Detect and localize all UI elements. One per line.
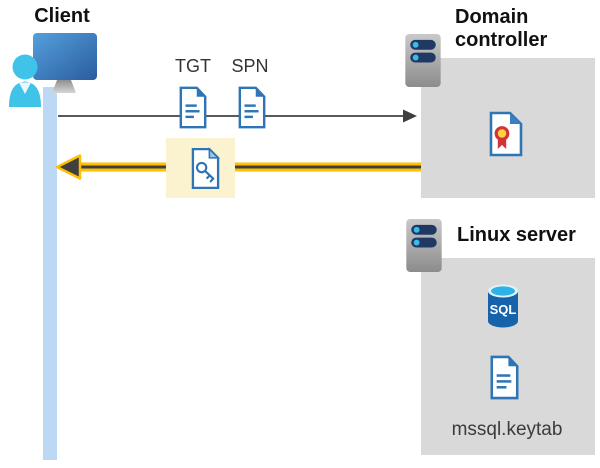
- spn-document-icon: [238, 86, 266, 129]
- user-icon: [9, 54, 41, 107]
- client-lifeline: [43, 87, 57, 460]
- request-arrow: [58, 109, 417, 123]
- keytab-filename: mssql.keytab: [451, 419, 563, 440]
- spn-label: SPN: [231, 56, 269, 76]
- response-arrow: [55, 154, 421, 180]
- certificate-icon: [489, 111, 523, 157]
- tgt-document-icon: [179, 86, 207, 129]
- tgt-label: TGT: [175, 56, 211, 76]
- monitor-screen: [33, 33, 97, 80]
- linux-server-icon: [406, 218, 442, 273]
- linux-server-label: Linux server: [457, 224, 576, 246]
- sql-database-icon: SQL: [488, 284, 518, 328]
- domain-controller-label: Domain controller: [455, 6, 548, 51]
- client-label: Client: [34, 5, 90, 27]
- client-monitor-icon: [9, 33, 97, 107]
- sql-badge-text: SQL: [490, 302, 517, 317]
- key-glyph: [195, 161, 215, 183]
- monitor-stand: [52, 80, 76, 93]
- key-document-icon: [191, 147, 220, 190]
- keytab-document-icon: [490, 355, 519, 400]
- domain-controller-server-icon: [405, 33, 441, 88]
